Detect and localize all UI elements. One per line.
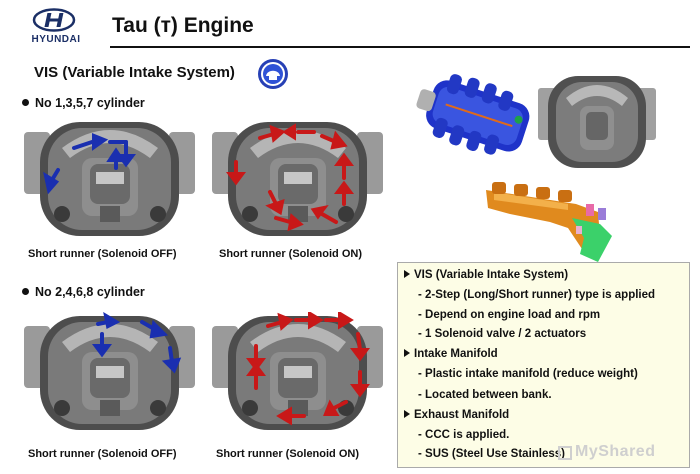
cylinder-group-heading: No 2,4,6,8 cylinder — [22, 285, 145, 299]
diagram-caption: Short runner (Solenoid ON) — [219, 248, 362, 260]
intake-manifold-illustration — [416, 74, 530, 155]
engine-diagram-solenoid-on — [210, 118, 385, 243]
triangle-bullet-icon — [404, 269, 410, 278]
engine-diagram-solenoid-off — [22, 312, 197, 437]
diagram-caption: Short runner (Solenoid OFF) — [28, 248, 177, 260]
engine-diagram-solenoid-off — [22, 118, 197, 243]
info-detail: - Located between bank. — [418, 389, 552, 401]
section-title: VIS (Variable Intake System) — [34, 64, 235, 81]
info-heading: Exhaust Manifold — [404, 409, 509, 421]
engine-diagram-solenoid-on — [210, 312, 385, 437]
cylinder-group-label: No 1,3,5,7 cylinder — [35, 96, 145, 110]
watermark: MyShared — [575, 443, 656, 460]
watermark-icon — [558, 446, 572, 460]
info-detail: - Plastic intake manifold (reduce weight… — [418, 368, 638, 380]
engine-top-illustration — [538, 76, 656, 168]
bullet-icon — [22, 288, 29, 296]
info-detail: - 1 Solenoid valve / 2 actuators — [418, 328, 587, 340]
hyundai-logo: HYUNDAI — [20, 8, 92, 48]
info-heading-text: Exhaust Manifold — [414, 409, 510, 421]
page-title: Tau (т) Engine — [112, 14, 254, 37]
info-heading: Intake Manifold — [404, 348, 498, 360]
info-detail: - SUS (Steel Use Stainless) — [418, 448, 565, 460]
triangle-bullet-icon — [404, 409, 410, 418]
info-heading: VIS (Variable Intake System) — [404, 269, 568, 281]
cylinder-group-heading: No 1,3,5,7 cylinder — [22, 96, 145, 110]
triangle-bullet-icon — [404, 348, 410, 357]
hyundai-logo-icon — [32, 8, 76, 32]
logo-text: HYUNDAI — [31, 34, 81, 45]
diagram-caption: Short runner (Solenoid OFF) — [28, 448, 177, 460]
title-divider — [110, 46, 690, 48]
info-detail: - CCC is applied. — [418, 429, 510, 441]
info-box: VIS (Variable Intake System) - 2-Step (L… — [397, 262, 690, 468]
diagram-caption: Short runner (Solenoid ON) — [216, 448, 359, 460]
info-detail: - 2-Step (Long/Short runner) type is app… — [418, 289, 656, 301]
info-heading-text: Intake Manifold — [414, 348, 498, 360]
section-badge-icon — [258, 59, 288, 89]
bullet-icon — [22, 99, 29, 107]
exhaust-manifold-illustration — [486, 182, 612, 262]
cylinder-group-label: No 2,4,6,8 cylinder — [35, 285, 145, 299]
info-detail: - Depend on engine load and rpm — [418, 309, 601, 321]
info-heading-text: VIS (Variable Intake System) — [414, 269, 569, 281]
